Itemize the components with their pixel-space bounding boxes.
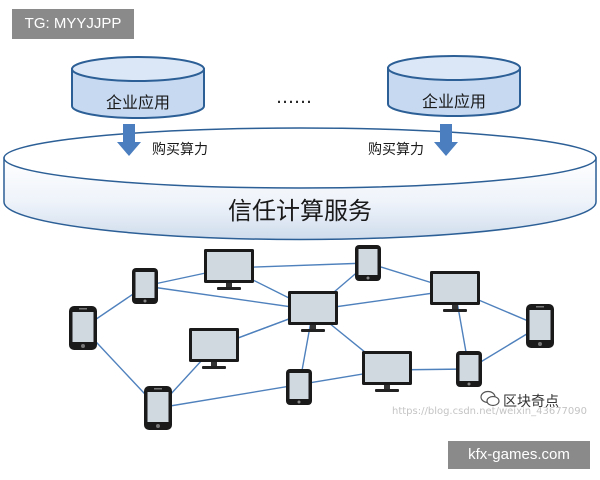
enterprise-app-right-label: 企业应用 xyxy=(422,92,486,111)
purchase-arrow-right-icon xyxy=(434,124,458,156)
watermark-url: https://blog.csdn.net/weixin_43677090 xyxy=(392,406,588,417)
trusted-compute-service-label: 信任计算服务 xyxy=(228,197,372,225)
header-tag: TG: MYYJJPP xyxy=(12,9,134,39)
network-link-tablet-1-monitor-3 xyxy=(144,285,314,311)
monitor-icon xyxy=(362,351,412,392)
monitor-icon xyxy=(288,291,338,332)
phone-icon xyxy=(526,304,554,348)
tablet-icon xyxy=(355,245,381,281)
enterprise-app-left-label: 企业应用 xyxy=(106,93,170,112)
enterprise-app-left: 企业应用 xyxy=(71,56,205,119)
device-network xyxy=(69,245,554,430)
tablet-icon xyxy=(456,351,482,387)
tablet-icon xyxy=(286,369,312,405)
monitor-icon xyxy=(430,271,480,312)
phone-icon xyxy=(144,386,172,430)
phone-icon xyxy=(69,306,97,350)
footer-site: kfx-games.com xyxy=(448,441,590,469)
ellipsis: …… xyxy=(276,87,312,108)
purchase-label-right: 购买算力 xyxy=(368,142,424,158)
monitor-icon xyxy=(189,328,239,369)
tablet-icon xyxy=(132,268,158,304)
purchase-label-left: 购买算力 xyxy=(152,142,208,158)
watermark-name: 区块奇点 xyxy=(503,394,559,410)
network-link-phone-3-monitor-5 xyxy=(157,369,388,409)
purchase-arrow-left-icon xyxy=(117,124,141,156)
wechat-icon xyxy=(480,390,500,407)
monitor-icon xyxy=(204,249,254,290)
enterprise-app-right: 企业应用 xyxy=(387,55,521,117)
